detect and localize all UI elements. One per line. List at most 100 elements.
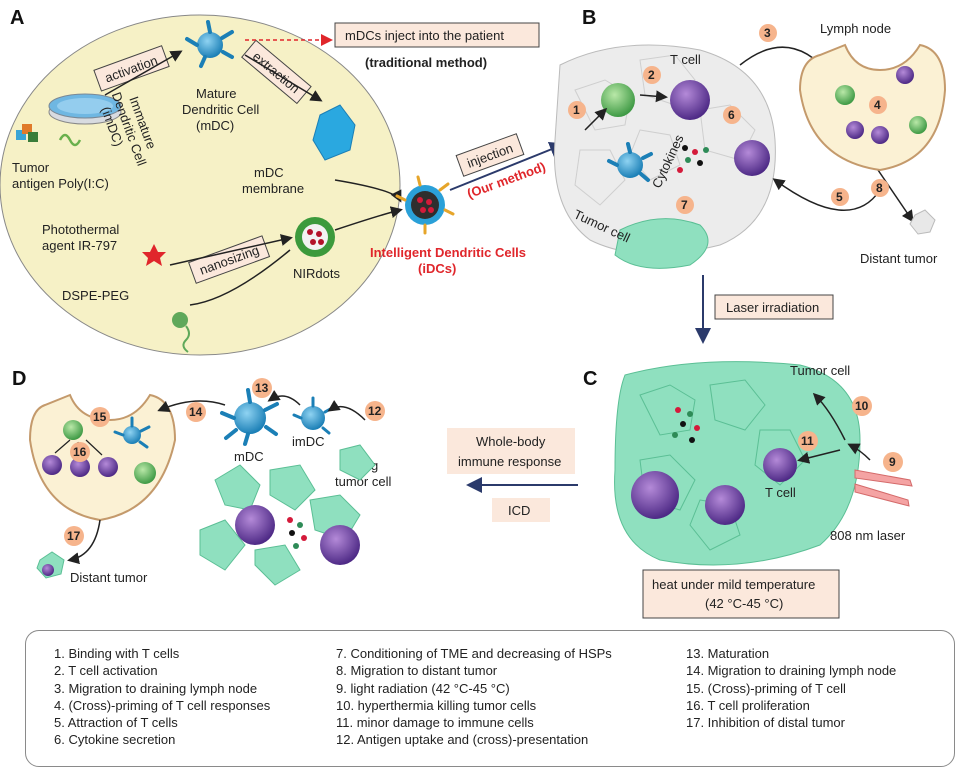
svg-text:16: 16 <box>73 445 87 459</box>
mature-label-1: Mature <box>196 86 236 101</box>
svg-text:8: 8 <box>876 181 883 195</box>
svg-text:9: 9 <box>889 455 896 469</box>
dspe-peg-icon <box>172 312 190 353</box>
arrow-13 <box>267 390 301 406</box>
d-mdc-icon <box>220 388 279 446</box>
legend-col-3: 13. Maturation 14. Migration to draining… <box>686 645 896 731</box>
c-t-cell-2 <box>705 485 745 525</box>
legend-item: 1. Binding with T cells <box>54 646 180 661</box>
legend-item: 14. Migration to draining lymph node <box>686 663 897 679</box>
d-mdc-label: mDC <box>234 449 264 464</box>
legend-item: 10. hyperthermia killing tumor cells <box>336 697 537 713</box>
ln-t-cell-purple-1 <box>896 66 914 84</box>
idc-icon <box>395 175 455 235</box>
d-t-cell-purple-3 <box>98 457 118 477</box>
legend-item: 5. Attraction of T cells <box>54 715 178 731</box>
whole-body-label-1: Whole-body <box>476 434 546 449</box>
whole-body-box <box>447 428 575 474</box>
svg-text:7: 7 <box>681 198 688 212</box>
d-imdc-icon <box>292 396 334 435</box>
arrow-17 <box>67 519 101 565</box>
photothermal-label-1: Photothermal <box>42 222 119 237</box>
c-t-cell-3 <box>763 448 797 482</box>
mdc-inject-box <box>334 22 540 48</box>
svg-text:17: 17 <box>67 529 81 543</box>
photothermal-label-2: agent IR-797 <box>42 238 117 253</box>
legend-item: 8. Migration to distant tumor <box>336 663 498 679</box>
activation-arrow <box>104 50 183 96</box>
d-t-cell-green-2 <box>134 462 156 484</box>
legend-item: 17. Inhibition of distal tumor <box>686 715 845 731</box>
arrow-14 <box>157 400 226 412</box>
mature-dc-icon <box>185 20 234 68</box>
heat-label-2: (42 °C-45 °C) <box>705 596 783 611</box>
d-t-cell-purple-1 <box>42 455 62 475</box>
d-t-cell-green <box>63 420 83 440</box>
d-distant-t-cell <box>42 564 54 576</box>
c-t-cell-label: T cell <box>765 485 796 500</box>
legend-item: 4. (Cross)-priming of T cell responses <box>54 697 271 713</box>
legend-item: 13. Maturation <box>686 646 770 661</box>
d-t-cell-purple-2 <box>70 457 90 477</box>
b-t-cell-label: T cell <box>670 52 701 67</box>
d-dc-icon <box>113 416 151 449</box>
d-cytokine-dots <box>287 517 307 549</box>
legend-item: 9. light radiation (42 °C-45 °C) <box>336 680 510 696</box>
nirdots-icon <box>295 217 335 257</box>
ln-t-cell-purple-3 <box>871 126 889 144</box>
c-tumor-cell-label: Tumor cell <box>790 363 850 378</box>
svg-text:1: 1 <box>573 103 580 117</box>
legend-item: 3. Migration to draining lymph node <box>54 680 258 696</box>
dying-label-2: tumor cell <box>335 474 391 489</box>
legend-item: 7. Conditioning of TME and decreasing of… <box>336 646 612 661</box>
c-numbers: 9 10 11 <box>798 396 903 472</box>
arrow-1 <box>584 107 608 131</box>
traditional-method-label: (traditional method) <box>365 55 487 70</box>
whole-body-label-2: immune response <box>458 454 561 469</box>
svg-text:2: 2 <box>648 68 655 82</box>
b-numbers: 1 2 3 4 5 6 7 8 <box>568 24 889 214</box>
dspe-label: DSPE-PEG <box>62 288 129 303</box>
legend-item: 6. Cytokine secretion <box>54 732 176 748</box>
middle-section: Whole-body immune response ICD <box>447 428 578 522</box>
panel-b: B T cell Cytokines Tumor cell <box>553 7 947 344</box>
legend-item: 16. T cell proliferation <box>686 697 810 713</box>
svg-text:5: 5 <box>836 190 843 204</box>
extraction-arrow <box>244 54 323 102</box>
petri-dish-icon <box>48 93 122 125</box>
d-distant-tumor-label: Distant tumor <box>70 570 148 585</box>
dc-blue-icon <box>607 142 653 182</box>
tumor-cell-green <box>614 218 709 269</box>
mature-label-3: (mDC) <box>196 118 234 133</box>
panel-letter-b: B <box>582 7 596 29</box>
lymph-node-label: Lymph node <box>820 21 891 36</box>
panel-letter-d: D <box>12 368 26 390</box>
nirdots-to-idc-arrow <box>334 206 403 231</box>
d-imdc-label: imDC <box>292 434 325 449</box>
laser-irradiation-label: Laser irradiation <box>726 300 819 315</box>
c-cytokine-dots <box>672 407 700 443</box>
d-t-cell-large-1 <box>235 505 275 545</box>
t-cell-green-icon <box>601 83 635 117</box>
icd-label: ICD <box>508 503 530 518</box>
t-cell-attracted-icon <box>734 140 770 176</box>
d-t-cell-large-2 <box>320 525 360 565</box>
laser-beam-2 <box>854 483 910 507</box>
svg-text:6: 6 <box>728 108 735 122</box>
svg-text:12: 12 <box>368 404 382 418</box>
legend-col-1: 1. Binding with T cells 2. T cell activa… <box>54 645 270 749</box>
svg-text:14: 14 <box>189 405 203 419</box>
antigen-label: antigen Poly(I:C) <box>12 176 109 191</box>
icd-box <box>492 498 550 522</box>
ln-t-cell-purple-2 <box>846 121 864 139</box>
nirdots-label: NIRdots <box>293 266 340 281</box>
mdc-membrane-label-1: mDC <box>254 165 284 180</box>
svg-text:13: 13 <box>255 381 269 395</box>
legend-col-2: 7. Conditioning of TME and decreasing of… <box>336 645 612 749</box>
dspe-arrow <box>189 249 291 306</box>
mdc-inject-label: mDCs inject into the patient <box>345 28 504 43</box>
svg-text:3: 3 <box>764 26 771 40</box>
tumor-tissue-green <box>614 361 861 566</box>
t-cell-activated-icon <box>670 80 710 120</box>
tumor-antigen-icon <box>16 124 82 147</box>
